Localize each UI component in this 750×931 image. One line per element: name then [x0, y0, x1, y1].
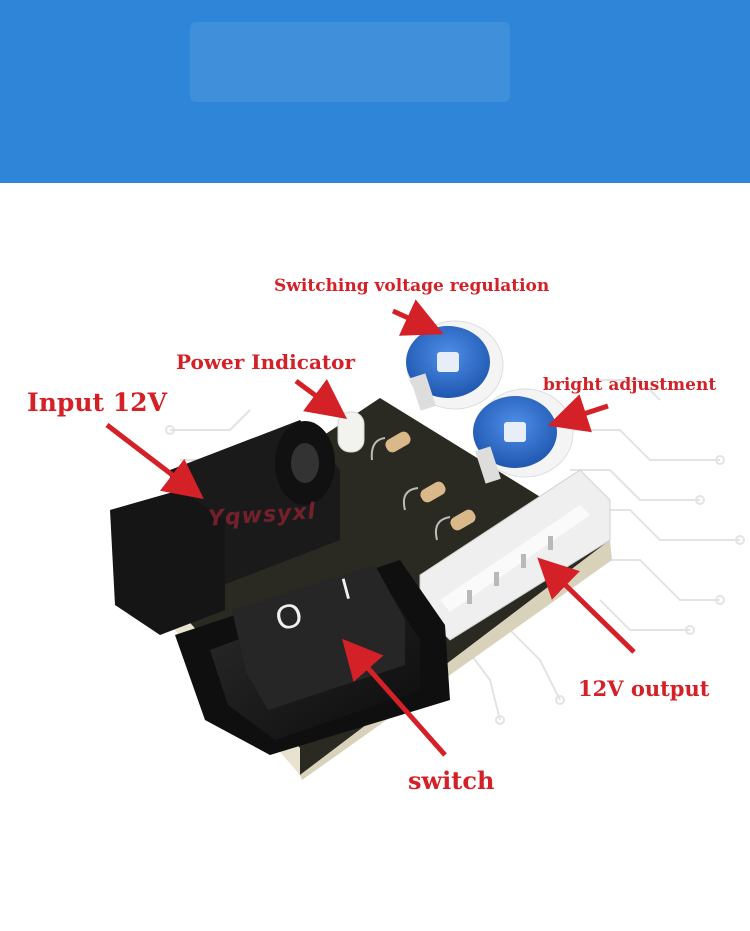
label-switching-voltage-regulation: Switching voltage regulation [274, 276, 550, 296]
label-power-indicator: Power Indicator [176, 350, 356, 374]
label-switch: switch [408, 766, 495, 795]
top-banner [0, 0, 750, 183]
label-input-12v: Input 12V [27, 388, 167, 417]
rocker-switch [175, 560, 450, 755]
circuit-trace-background [165, 379, 745, 725]
input-block [110, 490, 225, 635]
banner-faint-logo [190, 22, 510, 102]
potentiometer-brightness [473, 388, 574, 484]
label-bright-adjustment: bright adjustment [543, 375, 717, 395]
label-12v-output: 12V output [578, 676, 710, 701]
resistors [370, 431, 476, 541]
potentiometer-voltage [406, 320, 504, 411]
power-led [337, 411, 365, 453]
annotation-arrows [105, 299, 636, 757]
